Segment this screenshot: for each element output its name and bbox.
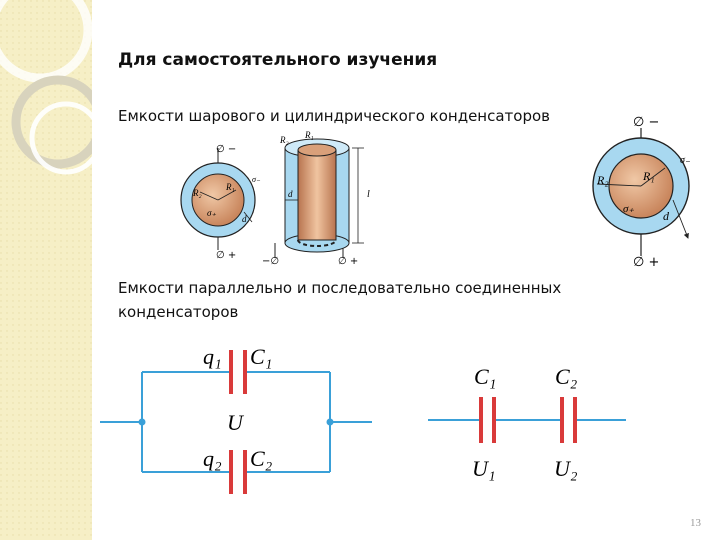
big-sphere-r2-label: R₂ [596, 173, 609, 187]
parallel-u-label: U [227, 410, 245, 435]
sidebar-ring-inner [29, 101, 92, 175]
big-sphere-plus-terminal: ∅ + [633, 255, 659, 270]
sidebar-pattern [0, 0, 92, 540]
big-sphere-sigma-minus: σ₋ [680, 155, 691, 166]
cylinder-minus-terminal: −∅ [262, 256, 279, 267]
big-sphere-sigma-plus: σ₊ [623, 203, 634, 215]
cylinder-d-label: d [288, 189, 293, 199]
series-u1-label: U₁ [472, 456, 496, 481]
cylinder-r2-label: R₂ [279, 135, 289, 145]
big-sphere-r1-label: R₁ [642, 169, 655, 183]
subtitle-connections-line2: конденсаторов [118, 303, 239, 321]
series-c1-label: C₁ [474, 364, 496, 389]
cylindrical-capacitor: R₂ R₁ d l −∅ ∅ + [262, 130, 370, 267]
sidebar-ring-middle [11, 75, 92, 169]
cylinder-plus-terminal: ∅ + [338, 256, 358, 267]
small-sphere-minus-terminal: ∅ − [216, 144, 236, 155]
small-sphere-sigma-minus: σ₋ [252, 175, 261, 184]
parallel-circuit: q₁ C₁ U q₂ C₂ [100, 344, 372, 494]
series-u2-label: U₂ [554, 456, 578, 481]
parallel-q1-label: q₁ [203, 344, 222, 369]
big-sphere-d-label: d [663, 209, 670, 223]
inner-cylinder [297, 149, 337, 241]
cylinder-r1-label: R₁ [304, 130, 314, 140]
big-spherical-capacitor: R₂ R₁ σ₋ σ₊ d ∅ − ∅ + [592, 115, 691, 270]
subtitle-connections: Емкости параллельно и последовательно со… [118, 276, 561, 324]
parallel-q2-label: q₂ [203, 446, 222, 471]
small-sphere-plus-terminal: ∅ + [216, 250, 236, 261]
small-sphere-r1-label: R₁ [225, 182, 235, 192]
page-number: 13 [690, 517, 701, 529]
series-c2-label: C₂ [555, 364, 578, 389]
cylinder-length-label: l [367, 189, 370, 200]
big-sphere-minus-terminal: ∅ − [633, 115, 659, 130]
small-sphere-sigma-plus: σ₊ [207, 208, 216, 218]
decorative-sidebar [0, 0, 92, 540]
slide-title: Для самостоятельного изучения [118, 50, 438, 70]
junction-right [326, 418, 334, 426]
small-spherical-capacitor: R₂ R₁ σ₋ σ₊ d ∅ − ∅ + [180, 144, 261, 261]
parallel-c1-label: C₁ [250, 344, 272, 369]
subtitle-connections-line1: Емкости параллельно и последовательно со… [118, 279, 562, 297]
series-circuit: C₁ C₂ U₁ U₂ [428, 364, 626, 481]
sidebar-ring-top [0, 0, 92, 83]
junction-left [138, 418, 146, 426]
parallel-c2-label: C₂ [250, 446, 273, 471]
subtitle-capacitors: Емкости шарового и цилиндрического конде… [118, 107, 550, 125]
small-sphere-d-label: d [242, 214, 247, 224]
small-sphere-r2-label: R₂ [192, 188, 202, 198]
